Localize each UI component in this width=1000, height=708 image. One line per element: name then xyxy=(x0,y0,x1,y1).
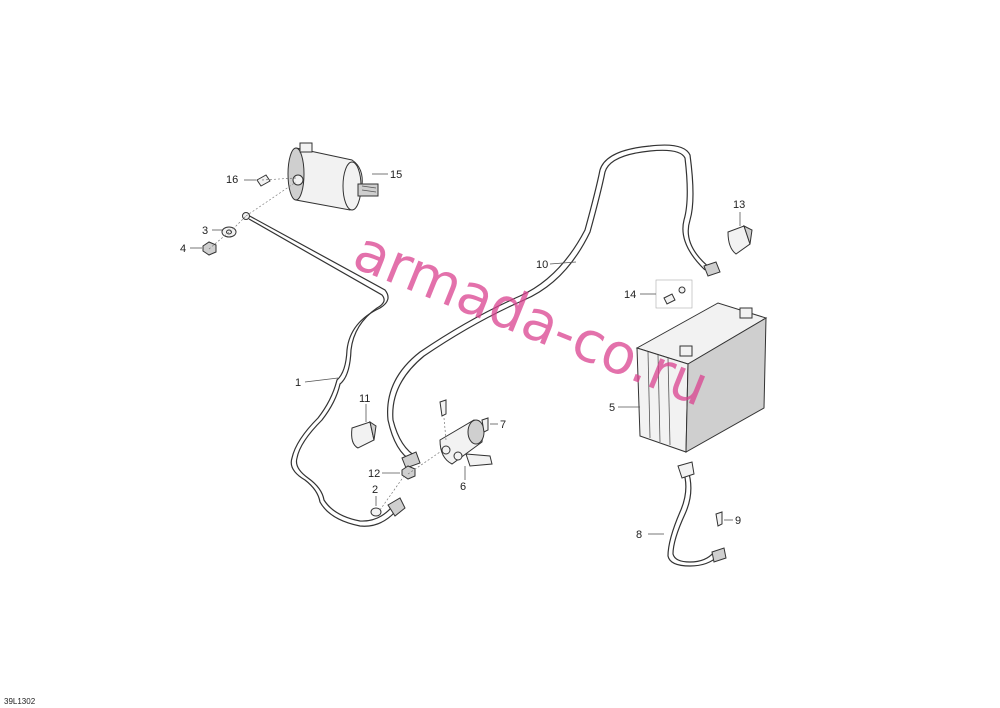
callout-13: 13 xyxy=(733,199,745,211)
callout-14: 14 xyxy=(624,289,636,301)
nut-12 xyxy=(401,465,416,480)
callout-3: 3 xyxy=(202,225,208,237)
washer-2 xyxy=(370,507,382,517)
screw-14 xyxy=(655,279,693,309)
callout-1: 1 xyxy=(295,377,301,389)
solenoid xyxy=(439,419,493,467)
cable-1 xyxy=(242,212,406,527)
callout-5: 5 xyxy=(609,402,615,414)
starter-motor xyxy=(287,142,379,211)
callout-9: 9 xyxy=(735,515,741,527)
callout-8: 8 xyxy=(636,529,642,541)
leader-lines xyxy=(190,173,741,535)
cap-13 xyxy=(727,225,753,255)
cable-8 xyxy=(667,461,727,567)
watermark: armada-co.ru xyxy=(345,219,718,420)
reference-code: 39L1302 xyxy=(4,697,36,706)
bolt-9 xyxy=(715,511,723,527)
callout-11: 11 xyxy=(359,393,370,405)
callout-2: 2 xyxy=(372,484,378,496)
callout-10: 10 xyxy=(536,259,548,271)
battery xyxy=(635,302,768,453)
callout-15: 15 xyxy=(390,169,402,181)
callout-4: 4 xyxy=(180,243,186,255)
cap-11 xyxy=(351,420,377,449)
bolt-7 xyxy=(481,417,489,433)
washer-3 xyxy=(221,226,237,238)
callout-6: 6 xyxy=(460,481,466,493)
cable-10 xyxy=(387,144,721,469)
bolt-16 xyxy=(256,174,271,187)
callout-7: 7 xyxy=(500,419,506,431)
bolt-top-solenoid xyxy=(439,399,447,417)
callout-12: 12 xyxy=(368,468,380,480)
callout-16: 16 xyxy=(226,174,238,186)
